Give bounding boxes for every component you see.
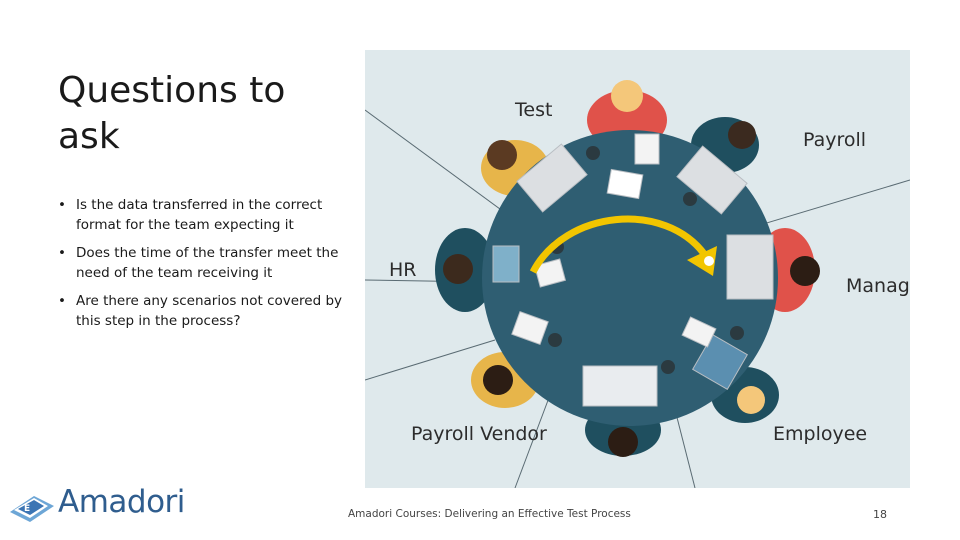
meeting-illustration: Test Payroll HR Manag Payroll Vendor Emp… [365, 50, 910, 488]
bullet-item: Does the time of the transfer meet the n… [56, 244, 346, 283]
label-hr: HR [389, 259, 417, 281]
seat-left [435, 228, 495, 312]
amadori-logo-icon: E [10, 496, 54, 522]
slide-title: Questions to ask [58, 70, 286, 157]
bullet-item: Are there any scenarios not covered by t… [56, 292, 346, 331]
label-manag: Manag [846, 275, 910, 297]
svg-text:E: E [24, 504, 30, 514]
bullet-list: Is the data transferred in the correct f… [56, 196, 346, 340]
bullet-item: Is the data transferred in the correct f… [56, 196, 346, 235]
page-number: 18 [873, 508, 887, 521]
logo-text: Amadori [58, 484, 185, 520]
flow-arrow [529, 215, 708, 274]
label-employee: Employee [773, 423, 867, 445]
label-payroll: Payroll [803, 129, 866, 151]
footer-text: Amadori Courses: Delivering an Effective… [348, 508, 631, 520]
label-test: Test [514, 99, 552, 121]
label-payroll-vendor: Payroll Vendor [411, 423, 547, 445]
